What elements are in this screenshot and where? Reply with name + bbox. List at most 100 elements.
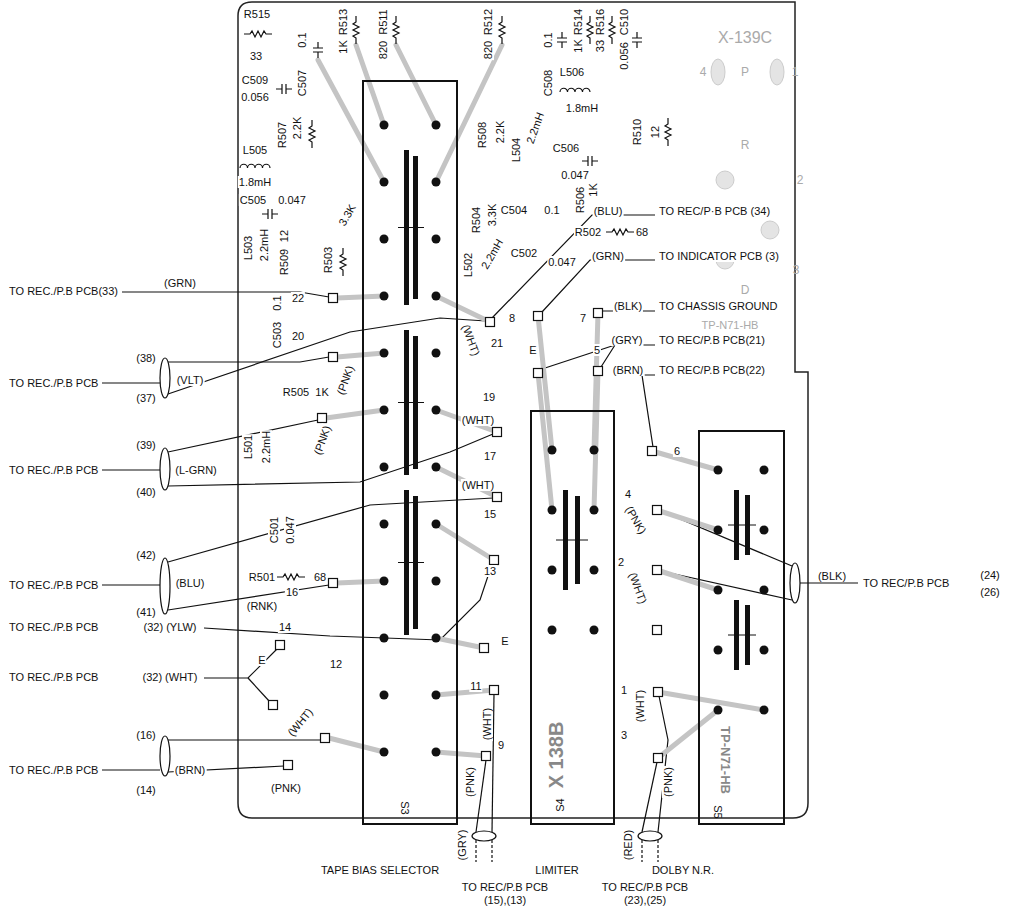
pcb-label: LIMITER bbox=[534, 864, 579, 876]
resistor-symbol bbox=[244, 31, 272, 37]
pcb-label: R513 bbox=[337, 8, 349, 36]
contact-tick bbox=[398, 562, 424, 563]
back-side-marking: 4 bbox=[699, 66, 708, 79]
copper-trace bbox=[594, 371, 598, 510]
pcb-label: C503 bbox=[271, 321, 283, 349]
pcb-label: C505 bbox=[239, 194, 267, 206]
pcb-label: C504 bbox=[500, 204, 528, 216]
wire bbox=[248, 678, 270, 702]
pcb-label: 9 bbox=[497, 739, 505, 751]
wire bbox=[168, 498, 493, 562]
switch-hole bbox=[380, 406, 389, 415]
wire bbox=[168, 434, 493, 486]
pcb-label: 22 bbox=[291, 292, 305, 304]
copper-trace bbox=[657, 570, 718, 590]
pcb-label: 12 bbox=[649, 125, 661, 139]
resistor-symbol bbox=[393, 16, 399, 44]
pcb-label: 3.3K bbox=[336, 201, 359, 228]
wire bbox=[642, 375, 655, 447]
pcb-label: 17 bbox=[483, 450, 497, 462]
pcb-label: R506 bbox=[574, 186, 586, 214]
solder-pad bbox=[284, 761, 293, 770]
solder-pad bbox=[490, 556, 499, 565]
contact-tick bbox=[728, 525, 756, 526]
resistor-symbol bbox=[277, 574, 305, 580]
pcb-label: (VLT) bbox=[176, 374, 205, 386]
pcb-label: DOLBY N.R. bbox=[651, 864, 715, 876]
back-side-marking: X-139C bbox=[717, 29, 773, 46]
switch-hole bbox=[590, 626, 599, 635]
switch-hole bbox=[432, 748, 441, 757]
switch-hole bbox=[432, 349, 441, 358]
resistor-symbol bbox=[609, 16, 615, 44]
pcb-label: 68 bbox=[635, 226, 649, 238]
switch-hole bbox=[380, 178, 389, 187]
switch-hole bbox=[760, 706, 769, 715]
copper-trace bbox=[652, 451, 718, 470]
switch-hole bbox=[432, 406, 441, 415]
wire bbox=[204, 649, 277, 678]
capacitor-symbol bbox=[276, 84, 292, 94]
solder-pad bbox=[594, 367, 603, 376]
wire bbox=[204, 564, 492, 640]
capacitor-symbol bbox=[313, 42, 323, 58]
pcb-label: (38) bbox=[135, 352, 157, 364]
solder-pad bbox=[329, 294, 338, 303]
cable-loop bbox=[160, 358, 170, 398]
pcb-label: 7 bbox=[579, 312, 587, 324]
wire bbox=[102, 769, 160, 770]
faint-pad bbox=[761, 221, 779, 239]
capacitor-symbol bbox=[262, 209, 278, 219]
pcb-label: 1K bbox=[337, 39, 349, 54]
copper-trace bbox=[436, 638, 484, 648]
wire bbox=[800, 582, 858, 583]
pcb-label: 0.047 bbox=[560, 169, 590, 181]
switch-box: X 138BS4 bbox=[530, 410, 615, 825]
solder-pad bbox=[653, 566, 662, 575]
wire bbox=[542, 345, 615, 369]
pcb-label: 0.1 bbox=[271, 294, 283, 311]
pcb-label: (BRN) bbox=[174, 764, 207, 776]
pcb-label: 0.047 bbox=[547, 256, 577, 268]
pcb-label: 20 bbox=[291, 330, 305, 342]
copper-trace bbox=[436, 410, 497, 432]
switch-hole bbox=[760, 646, 769, 655]
resistor-symbol bbox=[353, 16, 359, 44]
pcb-label: R503 bbox=[322, 246, 334, 274]
pcb-label: 3 bbox=[620, 729, 628, 741]
switch-hole bbox=[432, 463, 441, 472]
pcb-label: C501 bbox=[268, 516, 280, 544]
pcb-label: (PNK) bbox=[623, 503, 649, 537]
pcb-label: 1K bbox=[314, 386, 329, 398]
switch-label: TP-N71-HB bbox=[718, 726, 732, 794]
switch-hole bbox=[760, 526, 769, 535]
pcb-label: TO REC./P.B PCB bbox=[8, 579, 99, 591]
copper-trace bbox=[329, 738, 384, 752]
solder-pad bbox=[654, 688, 663, 697]
wire bbox=[168, 318, 486, 394]
resistor-symbol bbox=[665, 118, 671, 146]
switch-hole bbox=[548, 506, 557, 515]
pcb-label: 0.047 bbox=[284, 515, 296, 545]
pcb-label: 2.2K bbox=[494, 120, 506, 145]
copper-trace bbox=[538, 373, 552, 510]
wire bbox=[168, 739, 321, 740]
switch-hole bbox=[590, 566, 599, 575]
resistor-symbol bbox=[309, 120, 315, 148]
copper-trace bbox=[657, 510, 718, 530]
pcb-label: C508 bbox=[542, 69, 554, 97]
switch-hole bbox=[380, 121, 389, 130]
inductor-symbol bbox=[560, 88, 590, 92]
pcb-label: (40) bbox=[135, 486, 157, 498]
switch-hole bbox=[760, 586, 769, 595]
switch-label: X 138B bbox=[545, 722, 567, 789]
pcb-label: (BLU) bbox=[593, 205, 624, 217]
switch-hole bbox=[714, 466, 723, 475]
back-side-marking: 1 bbox=[791, 66, 800, 79]
pcb-label: E bbox=[500, 635, 509, 647]
copper-trace bbox=[318, 60, 384, 182]
pcb-label: (BLK) bbox=[613, 300, 643, 312]
pcb-label: 3.3K bbox=[486, 203, 498, 228]
